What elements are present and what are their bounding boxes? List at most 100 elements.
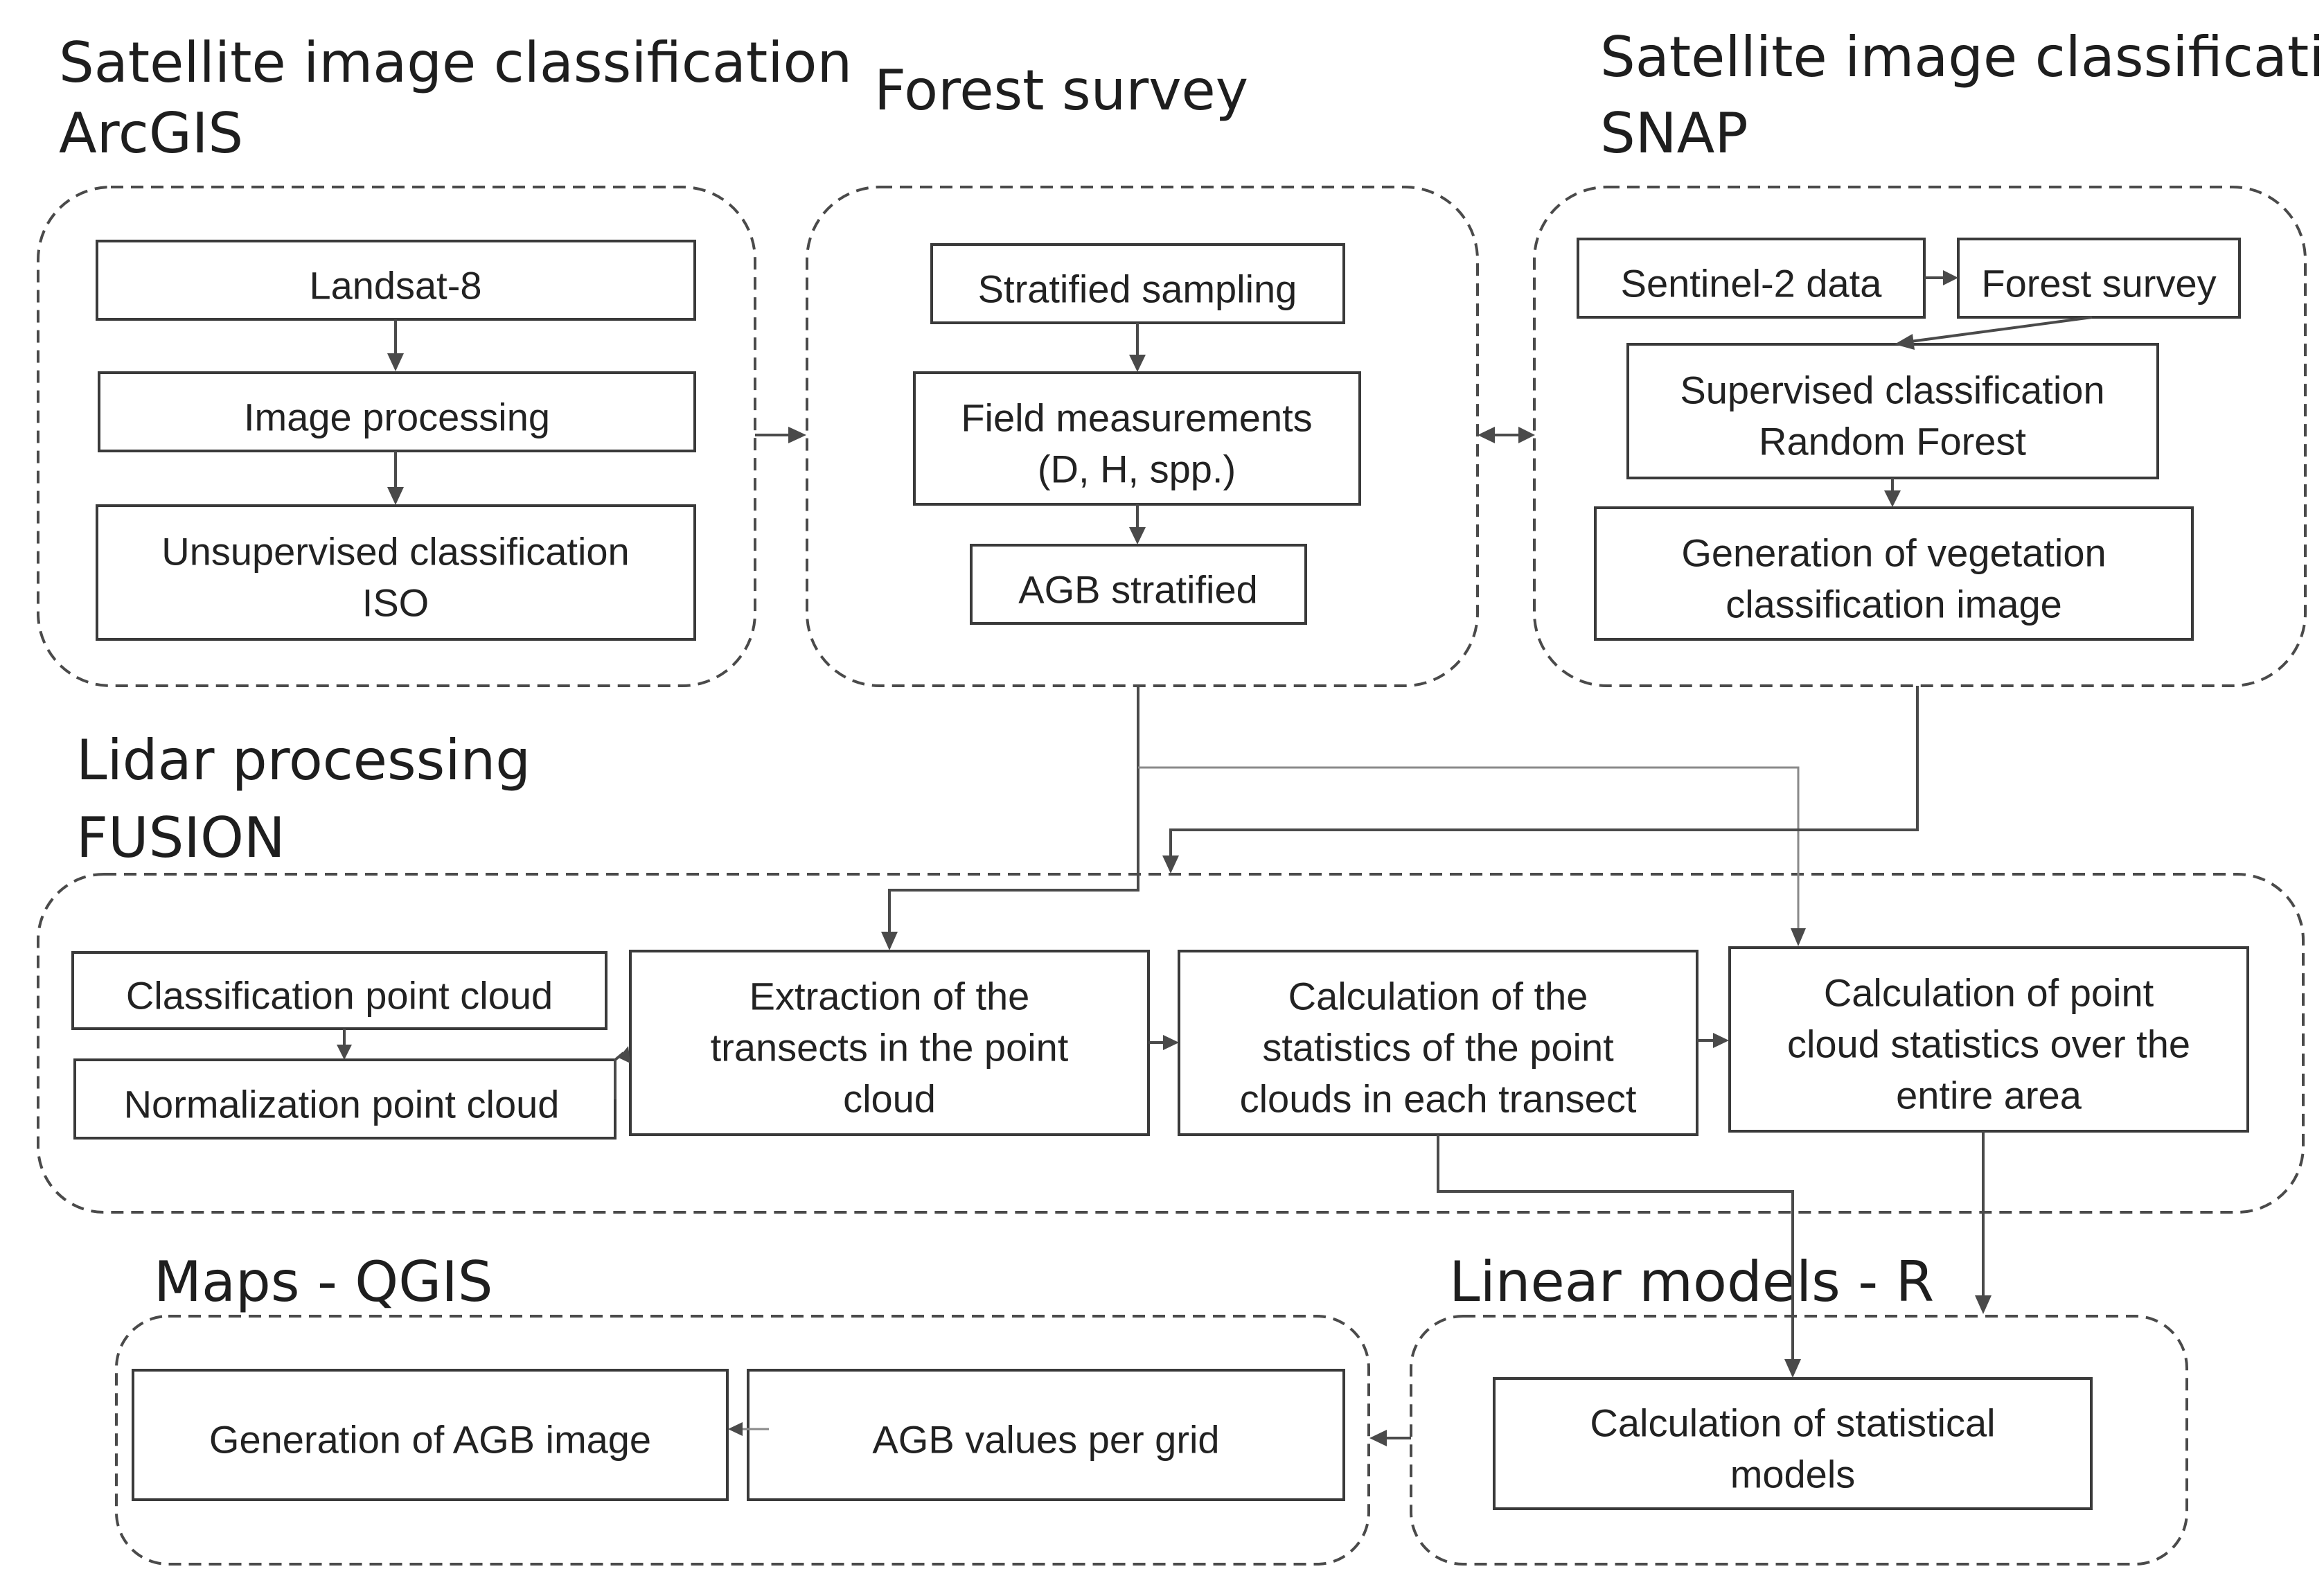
box-unsupervised-classification-label-line-1: Unsupervised classification [161, 530, 629, 574]
arrowhead-transect-to-area-statistics [1713, 1033, 1729, 1048]
box-area-statistics-label-line-1: Calculation of point [1824, 971, 2154, 1015]
group-forest-survey [806, 186, 1479, 687]
box-area-statistics-label: Calculation of point cloud statistics ove… [1787, 971, 2190, 1117]
arrowhead-r-to-qgis [1369, 1430, 1387, 1446]
arrow-forest-survey-to-supervised [1910, 316, 2093, 343]
box-stratified-sampling [930, 243, 1345, 324]
group-qgis [115, 1315, 1370, 1566]
box-transect-statistics-label: Calculation of the statistics of the poin… [1240, 975, 1637, 1121]
box-agb-stratified-label-line-1: AGB stratified [1018, 568, 1257, 612]
box-transect-statistics-label-line-3: clouds in each transect [1240, 1077, 1637, 1121]
box-vegetation-classification-label-line-2: classification image [1726, 583, 2062, 626]
box-forest-survey-snap-label-line-1: Forest survey [1981, 262, 2216, 305]
arrowhead-forest-survey-to-area-statistics [1791, 928, 1806, 946]
box-sentinel-2-data-label-line-1: Sentinel-2 data [1621, 262, 1883, 305]
box-agb-values-label: AGB values per grid [872, 1418, 1219, 1462]
arrowhead-normalization-to-extraction [619, 1046, 630, 1063]
box-forest-survey-snap [1957, 238, 2241, 319]
box-field-measurements-label-line-1: Field measurements [961, 396, 1312, 440]
group-title-lidar-line-2: FUSION [76, 806, 285, 870]
box-agb-image [132, 1369, 729, 1501]
box-vegetation-classification-label: Generation of vegetation classification i… [1681, 531, 2106, 626]
arrow-normalization-to-extraction [614, 1052, 625, 1099]
box-agb-values [747, 1369, 1345, 1501]
arrowhead-agb-values-to-image [728, 1422, 743, 1436]
box-extraction-transects-label-line-2: transects in the point [711, 1026, 1069, 1070]
box-agb-values-label-line-1: AGB values per grid [872, 1418, 1219, 1462]
box-agb-image-label: Generation of AGB image [209, 1418, 651, 1462]
box-supervised-classification [1626, 343, 2159, 479]
box-field-measurements-label: Field measurements (D, H, spp.) [961, 396, 1312, 491]
arrowhead-sentinel-to-forest-survey [1943, 270, 1958, 285]
box-normalization-point-cloud-label-line-1: Normalization point cloud [124, 1083, 560, 1126]
arrowhead-supervised-to-vegetation [1884, 490, 1901, 507]
box-supervised-classification-label-line-1: Supervised classification [1680, 369, 2104, 412]
box-field-measurements-label-line-2: (D, H, spp.) [1038, 447, 1236, 491]
box-image-processing-label-line-1: Image processing [244, 396, 550, 439]
arrowhead-landsat-to-processing [387, 353, 404, 371]
arrowhead-snap-to-lidar [1162, 855, 1179, 874]
arrow-forest-survey-to-extraction [888, 686, 1139, 934]
group-title-qgis: Maps - QGIS [154, 1250, 493, 1314]
box-normalization-point-cloud [73, 1058, 617, 1140]
arrowhead-area-statistics-to-r [1975, 1295, 1992, 1314]
box-extraction-transects-label-line-3: cloud [843, 1077, 936, 1121]
group-title-snap-line-1: Satellite image classification [1600, 25, 2324, 89]
arrowhead-to-snap [1518, 427, 1535, 443]
box-vegetation-classification-label-line-1: Generation of vegetation [1681, 531, 2106, 575]
box-field-measurements [913, 371, 1361, 506]
group-title-r-models-line-1: Linear models - R [1449, 1250, 1934, 1314]
group-title-forest-survey: Forest survey [874, 58, 1248, 123]
box-transect-statistics-label-line-1: Calculation of the [1288, 975, 1588, 1018]
box-area-statistics [1728, 946, 2249, 1133]
arrowhead-transect-statistics-to-models [1784, 1359, 1801, 1378]
group-lidar [37, 873, 2305, 1214]
arrowhead-extraction-to-transect-statistics [1163, 1035, 1179, 1050]
box-classification-point-cloud-label-line-1: Classification point cloud [126, 974, 553, 1018]
group-title-arcgis-line-2: ArcGIS [59, 101, 243, 166]
box-agb-image-label-line-1: Generation of AGB image [209, 1418, 651, 1462]
group-r-models [1410, 1315, 2188, 1566]
arrowhead-classification-to-normalization [337, 1045, 352, 1060]
box-transect-statistics [1178, 950, 1698, 1136]
group-title-r-models: Linear models - R [1449, 1250, 1934, 1314]
box-landsat-label-line-1: Landsat-8 [309, 264, 481, 308]
arrow-transect-statistics-to-models [1437, 1135, 1794, 1361]
box-agb-stratified-label: AGB stratified [1018, 568, 1257, 612]
arrowhead-forest-survey-to-extraction [881, 932, 898, 950]
box-landsat [96, 240, 696, 321]
box-unsupervised-classification [96, 504, 696, 641]
box-stratified-sampling-label: Stratified sampling [978, 267, 1297, 311]
arrowhead-forest-survey-to-supervised [1895, 334, 1915, 350]
arrow-snap-to-lidar [1169, 686, 1919, 858]
arrow-forest-survey-to-area-statistics [1138, 766, 1800, 930]
box-area-statistics-label-line-3: entire area [1896, 1074, 2082, 1117]
box-transect-statistics-label-line-2: statistics of the point [1262, 1026, 1614, 1070]
arrowhead-processing-to-unsupervised [387, 487, 404, 505]
box-sentinel-2-data [1577, 238, 1926, 319]
group-title-lidar-line-1: Lidar processing [76, 728, 531, 792]
box-classification-point-cloud-label: Classification point cloud [126, 974, 553, 1018]
box-forest-survey-snap-label: Forest survey [1981, 262, 2216, 305]
group-title-arcgis-line-1: Satellite image classification [59, 30, 852, 95]
box-supervised-classification-label-line-2: Random Forest [1759, 420, 2026, 463]
box-classification-point-cloud [71, 951, 607, 1030]
box-unsupervised-classification-label-line-2: ISO [362, 581, 429, 625]
box-agb-stratified [970, 544, 1307, 625]
box-area-statistics-label-line-2: cloud statistics over the [1787, 1022, 2190, 1066]
box-vegetation-classification [1594, 506, 2194, 641]
group-title-snap-line-2: SNAP [1600, 101, 1748, 166]
box-statistical-models-label-line-1: Calculation of statistical [1590, 1401, 1995, 1445]
arrowhead-field-to-agb [1129, 527, 1146, 544]
arrowhead-arcgis-to-forest-survey [788, 427, 806, 443]
box-landsat-label: Landsat-8 [309, 264, 481, 308]
group-snap [1533, 186, 2307, 687]
group-title-qgis-line-1: Maps - QGIS [154, 1250, 493, 1314]
